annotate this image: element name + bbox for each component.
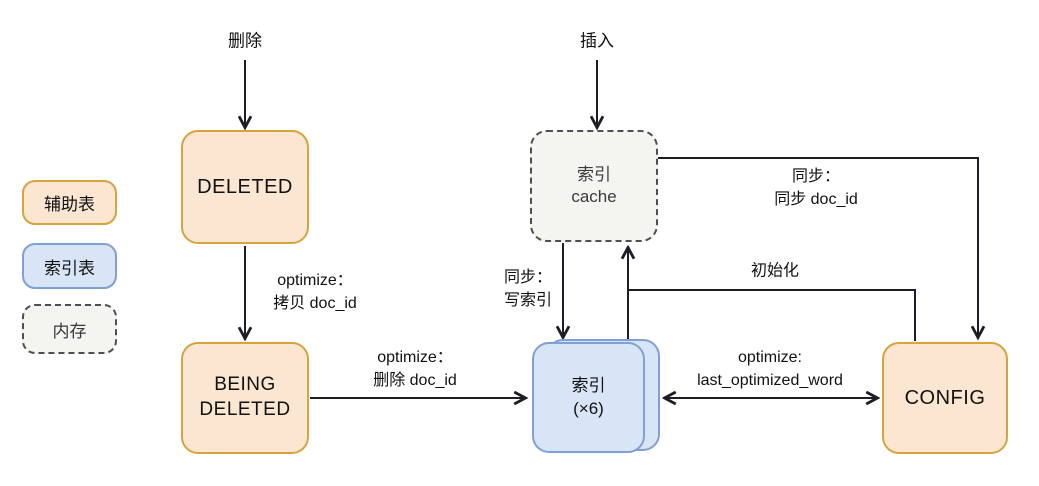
node-deleted: DELETED <box>181 130 309 244</box>
node-config: CONFIG <box>882 342 1008 454</box>
legend-aux-table: 辅助表 <box>22 180 117 225</box>
edge-label-optimize-remove: optimize： 删除 doc_id <box>373 346 457 392</box>
legend-memory-label: 内存 <box>52 321 87 341</box>
node-being-deleted-line1: BEING <box>214 374 276 396</box>
edge-label-sync-doc-id: 同步： 同步 doc_id <box>774 165 858 211</box>
legend-aux-label: 辅助表 <box>44 195 95 214</box>
insert-input-label: 插入 <box>580 31 614 51</box>
edge-label-sync-doc-id-line2: 同步 doc_id <box>774 191 858 208</box>
node-index-line2: (×6) <box>573 398 604 418</box>
edge-label-sync-write-index: 同步： 写索引 <box>504 266 552 312</box>
edge-label-init: 初始化 <box>751 259 799 282</box>
node-being-deleted-line2: DELETED <box>199 399 291 420</box>
edge-label-optimize-remove-line2: 删除 doc_id <box>373 372 457 389</box>
node-index-cache-line1: 索引 <box>577 164 611 184</box>
arrow-cache-to-config-sync <box>658 157 978 336</box>
edge-label-optimize-copy-line1: optimize： <box>277 271 353 289</box>
node-index: 索引 (×6) <box>532 342 645 453</box>
edge-label-optimize-copy: optimize： 拷贝 doc_id <box>273 269 357 315</box>
legend-index-table: 索引表 <box>22 243 117 289</box>
edge-label-sync-write-index-line2: 写索引 <box>503 292 553 309</box>
edge-label-init-text: 初始化 <box>750 262 800 280</box>
legend-memory: 内存 <box>22 304 117 354</box>
legend-index-label: 索引表 <box>44 258 95 278</box>
node-config-label: CONFIG <box>904 387 986 409</box>
edge-label-optimize-last-word-line1: optimize: <box>737 348 803 366</box>
line-init-config-branch <box>628 289 916 341</box>
node-index-cache-line2: cache <box>571 187 617 206</box>
node-index-cache: 索引 cache <box>530 130 658 242</box>
node-deleted-label: DELETED <box>197 176 293 198</box>
edge-label-sync-write-index-line1: 同步： <box>503 268 553 286</box>
delete-input-label: 删除 <box>228 31 262 51</box>
edge-label-optimize-last-word: optimize: last_optimized_word <box>697 346 843 392</box>
node-being-deleted: BEING DELETED <box>181 342 309 454</box>
edge-label-optimize-last-word-line2: last_optimized_word <box>697 372 843 389</box>
edge-label-optimize-remove-line1: optimize： <box>377 348 453 366</box>
edge-label-sync-doc-id-line1: 同步： <box>791 167 841 185</box>
node-index-line1: 索引 <box>571 376 606 396</box>
edge-label-optimize-copy-line2: 拷贝 doc_id <box>273 295 357 312</box>
